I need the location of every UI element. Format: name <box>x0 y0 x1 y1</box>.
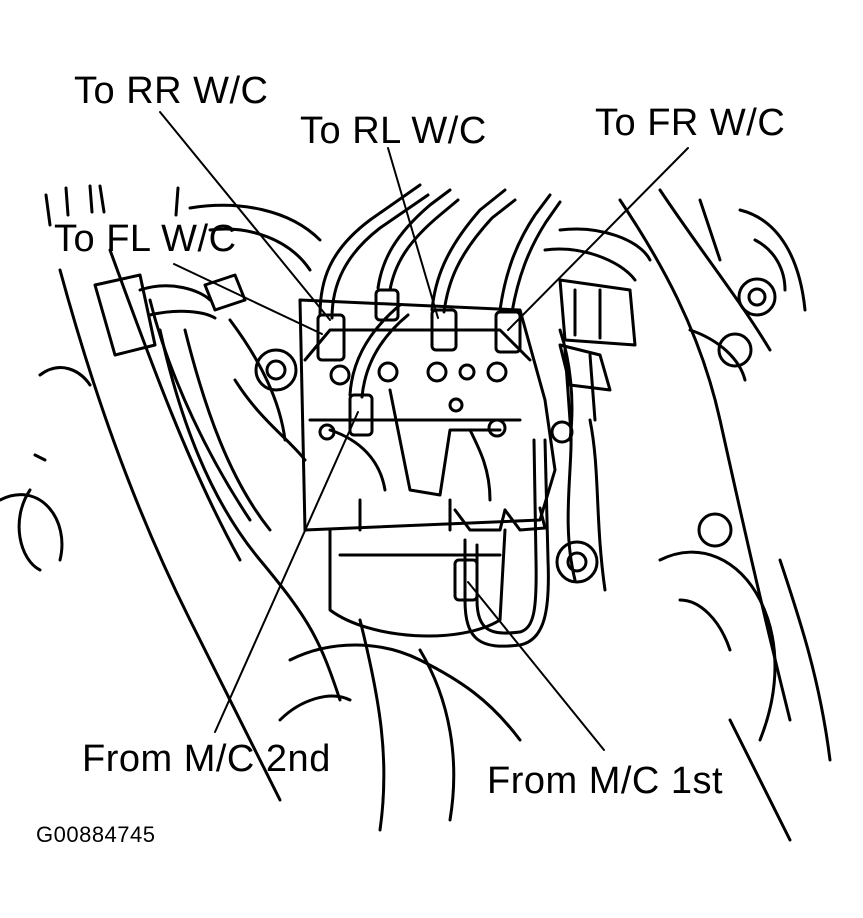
callout-from-mc-1st: From M/C 1st <box>487 760 724 802</box>
figure-id: G00884745 <box>36 822 156 847</box>
callout-to-fl-wc: To FL W/C <box>54 218 237 260</box>
leader-lines <box>159 111 689 751</box>
engine-bay-background <box>0 184 832 842</box>
callout-to-fr-wc: To FR W/C <box>595 102 786 144</box>
callout-to-rl-wc: To RL W/C <box>300 110 487 152</box>
abs-actuator-body <box>233 298 599 638</box>
callout-from-mc-2nd: From M/C 2nd <box>82 738 331 780</box>
brake-lines <box>316 183 562 648</box>
callout-to-rr-wc: To RR W/C <box>74 70 269 112</box>
